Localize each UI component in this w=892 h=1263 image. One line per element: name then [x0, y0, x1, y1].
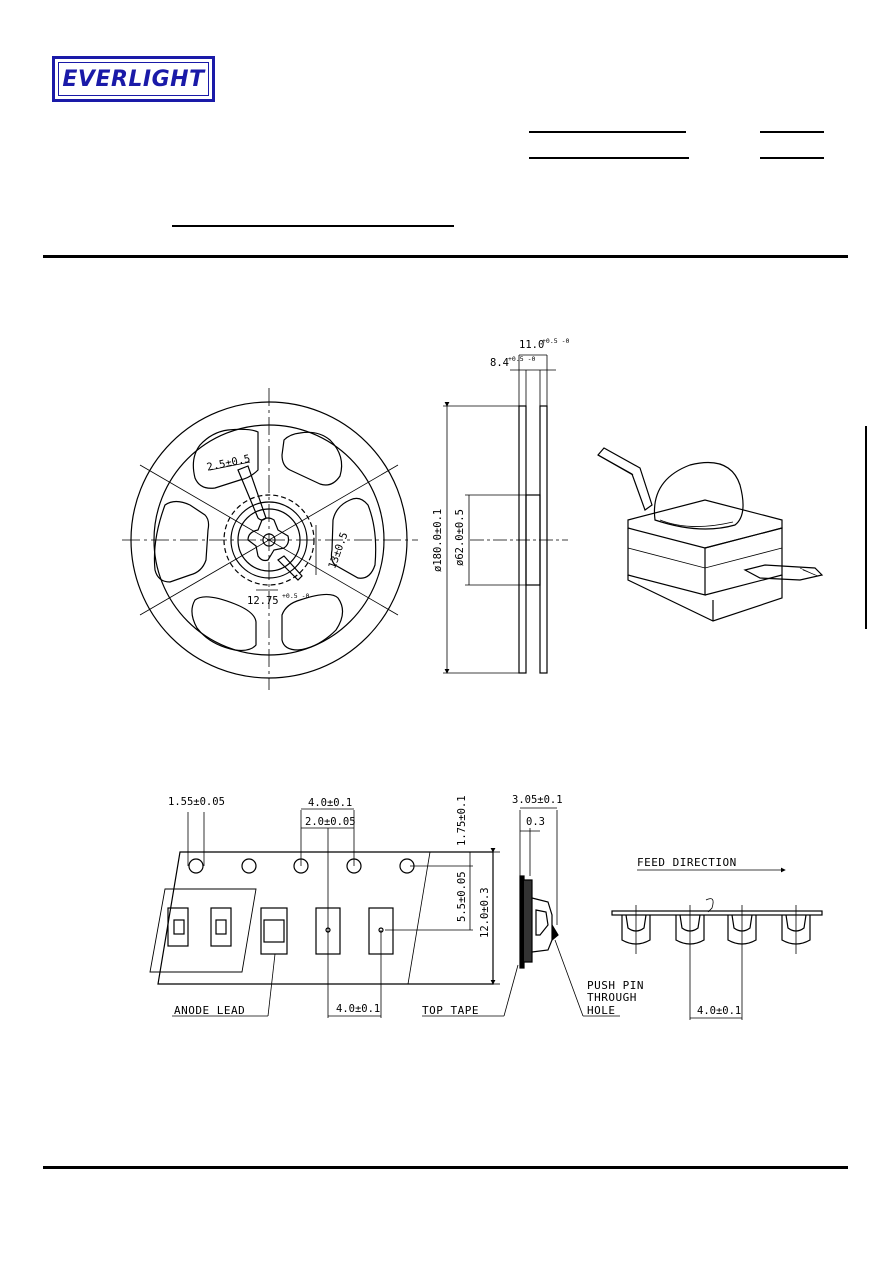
- push-pin-label: PUSH PIN: [587, 979, 644, 992]
- feed-direction-view: [611, 867, 823, 1020]
- reel-arbor-tol: +0.5 -0: [282, 592, 309, 600]
- tape-top-view: [149, 808, 519, 1018]
- reel-hub-slot-dim: 13±0.5: [326, 531, 350, 571]
- feed-direction-label: FEED DIRECTION: [637, 856, 737, 869]
- reel-hub-diameter-dim: ø62.0±0.5: [454, 509, 466, 566]
- footer-rule: [43, 1166, 848, 1169]
- header-field-line-2: [760, 131, 824, 133]
- tape-width-dim: 12.0±0.3: [479, 887, 491, 938]
- top-tape-label: TOP TAPE: [422, 1004, 479, 1017]
- reel-width-dim: 11.0: [519, 339, 544, 351]
- tape-cover-dim: 0.3: [526, 816, 545, 828]
- led-isometric-view: [597, 447, 824, 622]
- header-field-line-4: [760, 157, 824, 159]
- reel-side-view: [443, 354, 568, 674]
- header-field-line-3: [529, 157, 689, 159]
- side-pitch-dim: 4.0±0.1: [697, 1005, 741, 1017]
- tape-hole-pitch-dim: 4.0±0.1: [308, 797, 352, 809]
- tape-pocket-pitch-dim: 4.0±0.1: [336, 1003, 380, 1015]
- header-field-line-1: [529, 131, 686, 133]
- reel-hub-width-dim: 2.5±0.5: [206, 453, 252, 474]
- reel-inner-width-dim: 8.4: [490, 357, 509, 369]
- tape-edge-dim: 1.75±0.1: [456, 795, 468, 846]
- logo-frame: EVERLIGHT: [58, 62, 209, 96]
- reel-width-tol: +0.5 -0: [542, 337, 569, 345]
- reel-outer-diameter-dim: ø180.0±0.1: [432, 509, 444, 572]
- reel-arbor-dim: 12.75: [247, 595, 279, 607]
- tape-hole-diameter-dim: 1.55±0.05: [168, 796, 225, 808]
- hole-label: HOLE: [587, 1004, 616, 1017]
- header-rule: [43, 255, 848, 258]
- logo-text: EVERLIGHT: [62, 66, 205, 92]
- tape-hole-to-pocket-dim: 2.0±0.05: [305, 816, 356, 828]
- through-label: THROUGH: [587, 991, 637, 1004]
- anode-lead-label: ANODE LEAD: [174, 1004, 245, 1017]
- header-field-line-5: [172, 225, 454, 227]
- tape-side-section: [519, 807, 620, 1017]
- reel-front-view: [122, 388, 418, 690]
- side-margin-line: [865, 426, 867, 629]
- reel-inner-width-tol: +0.5 -0: [508, 355, 535, 363]
- everlight-logo: EVERLIGHT: [52, 56, 215, 102]
- tape-thickness-dim: 3.05±0.1: [512, 794, 563, 806]
- tape-center-dim: 5.5±0.05: [456, 871, 468, 922]
